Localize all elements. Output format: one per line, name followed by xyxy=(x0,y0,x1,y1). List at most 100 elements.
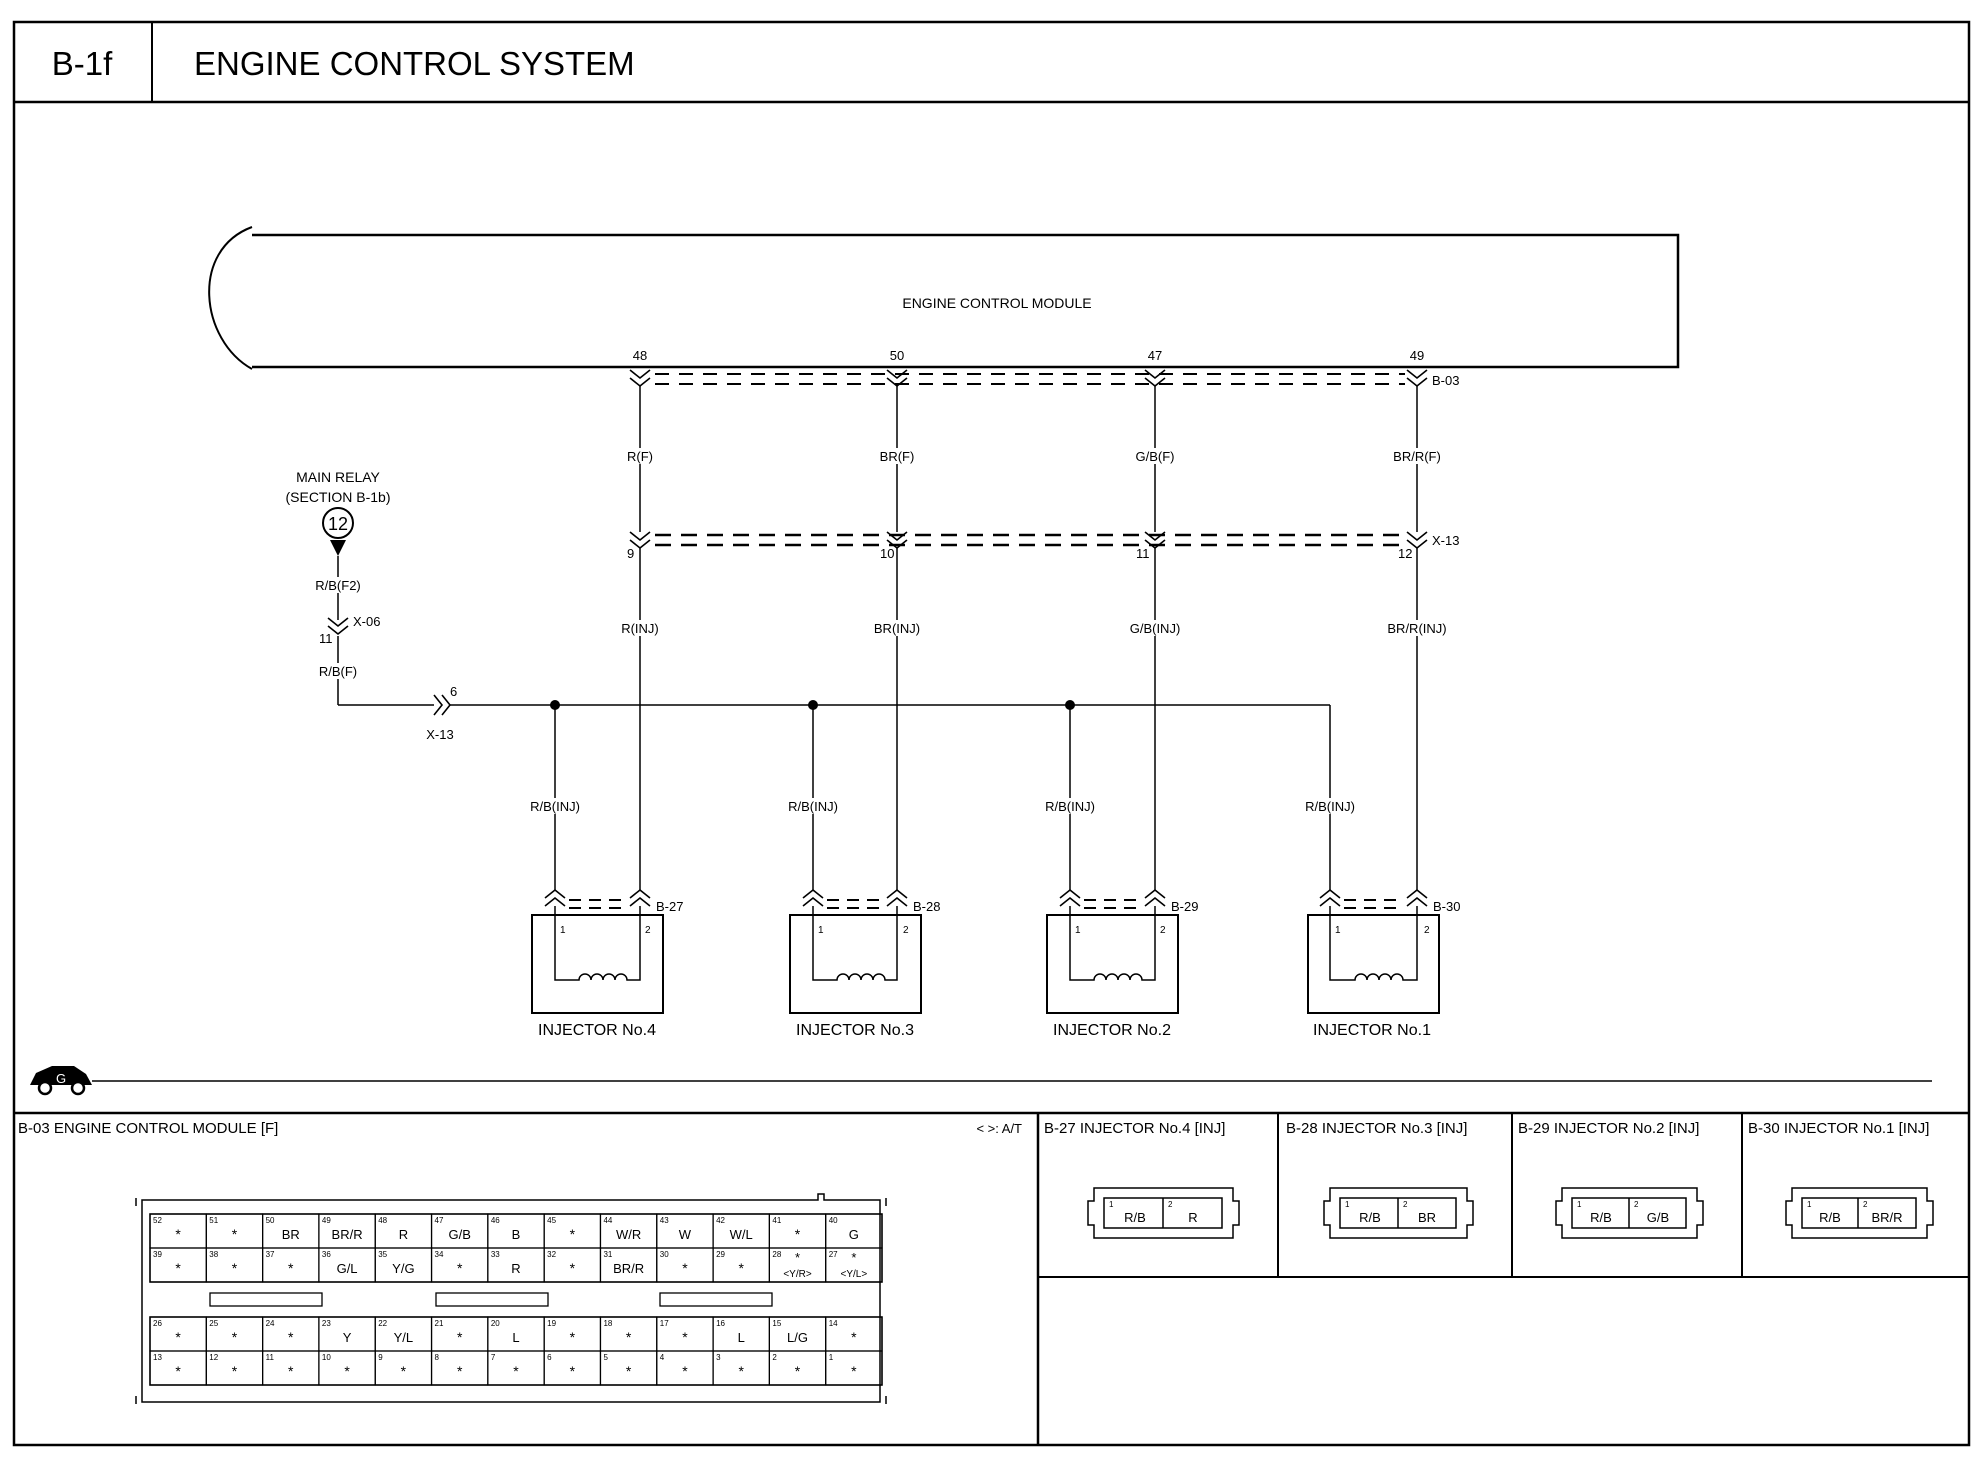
injector-pin-1: 1 xyxy=(560,925,566,936)
page-title: ENGINE CONTROL SYSTEM xyxy=(194,45,635,82)
connector-shell xyxy=(1323,1187,1474,1239)
ecm-pin-number: 25 xyxy=(209,1319,218,1328)
ecm-pin-number: 26 xyxy=(153,1319,162,1328)
ecm-pin-wire-color: R xyxy=(399,1227,408,1242)
injector-name: INJECTOR No.1 xyxy=(1313,1022,1431,1039)
ecm-pin-47: 47 xyxy=(1148,348,1162,363)
ecm-pin-wire-color: * xyxy=(457,1363,463,1379)
injector-2: B-29 1 2 INJECTOR No.2 xyxy=(1046,889,1198,1039)
ecm-pin-number: 13 xyxy=(153,1353,162,1362)
ecm-pin-wire-color: * xyxy=(288,1329,294,1345)
ecm-pin-number: 5 xyxy=(603,1353,608,1362)
connector-chevron xyxy=(629,889,651,907)
vehicle-ground-icon: G xyxy=(30,1066,92,1096)
connector-title: B-29 INJECTOR No.2 [INJ] xyxy=(1518,1120,1699,1137)
ecm-pin-number: 39 xyxy=(153,1250,162,1259)
pin-number: 2 xyxy=(1634,1200,1639,1209)
injector-pin-1: 1 xyxy=(818,925,824,936)
ecm-pin-number: 32 xyxy=(547,1250,556,1259)
connector-chevron xyxy=(544,889,566,907)
ecm-pin-49: 49 xyxy=(1410,348,1424,363)
ecm-pin-wire-color: * xyxy=(401,1363,407,1379)
injector-pin-2: 2 xyxy=(1424,925,1430,936)
ecm-pin-wire-color: L xyxy=(512,1330,519,1345)
ecm-pin-wire-color: * xyxy=(232,1226,238,1242)
wire-label-bg xyxy=(1037,798,1103,814)
connector-shell xyxy=(1087,1187,1240,1239)
injector-1: B-30 1 2 INJECTOR No.1 xyxy=(1307,889,1460,1039)
ecm-pin-number: 37 xyxy=(266,1250,275,1259)
ecm-break-line xyxy=(208,226,253,370)
ecm-pin-number: 28 xyxy=(772,1250,781,1259)
ecm-pin-wire-color: B xyxy=(512,1227,521,1242)
connector-key-slot xyxy=(435,1292,549,1307)
ecm-pin-number: 3 xyxy=(716,1353,721,1362)
ecm-pin-wire-color: * xyxy=(851,1363,857,1379)
ecm-pin-number: 41 xyxy=(772,1216,781,1225)
ecm-pin-cell xyxy=(825,1350,883,1386)
pin-wire-color: BR/R xyxy=(1871,1210,1902,1225)
connector-chevron xyxy=(1144,889,1166,907)
ecm-pin-wire-color: * xyxy=(851,1329,857,1345)
injector-coil xyxy=(554,906,641,981)
ecm-pin-wire-color: * xyxy=(232,1329,238,1345)
ecm-pin-number: 44 xyxy=(603,1216,612,1225)
ecm-pin-number: 18 xyxy=(603,1319,612,1328)
ecm-pin-wire-color: * xyxy=(457,1329,463,1345)
ecm-label: ENGINE CONTROL MODULE xyxy=(902,295,1091,311)
ecm-pin-number: 22 xyxy=(378,1319,387,1328)
relay-ref-circle xyxy=(322,507,354,539)
connector-shell xyxy=(1555,1187,1704,1239)
section-code: B-1f xyxy=(52,45,113,82)
wire-label-bg xyxy=(780,798,846,814)
b29-connector-view: B-29 INJECTOR No.2 [INJ] 1 2 R/B G/B xyxy=(1518,1120,1704,1239)
injector-body xyxy=(1307,914,1440,1014)
ecm-pin-number: 50 xyxy=(266,1216,275,1225)
connector-chevron xyxy=(802,889,824,907)
wire-label-br-inj: BR(INJ) xyxy=(874,621,920,636)
connector-chevron xyxy=(1319,889,1341,907)
ecm-pin-number: 21 xyxy=(435,1319,444,1328)
ecm-pin-number: 48 xyxy=(378,1216,387,1225)
ecm-pin-number: 6 xyxy=(547,1353,552,1362)
ecm-pin-number: 31 xyxy=(603,1250,612,1259)
ecm-pin-number: 35 xyxy=(378,1250,387,1259)
ecm-pin-number: 10 xyxy=(322,1353,331,1362)
injector-body xyxy=(1046,914,1179,1014)
ecm-pin-wire-color: Y xyxy=(343,1330,352,1345)
injector-pin-1: 1 xyxy=(1335,925,1341,936)
connector-chevron xyxy=(629,369,651,387)
pin-wire-color: R xyxy=(1188,1210,1197,1225)
ecm-pin-wire-color: L xyxy=(738,1330,745,1345)
ecm-pin-wire-color: * xyxy=(682,1260,688,1276)
ecm-pin-number: 23 xyxy=(322,1319,331,1328)
injector-connector-label: B-30 xyxy=(1433,899,1460,914)
connector-title: B-30 INJECTOR No.1 [INJ] xyxy=(1748,1120,1929,1137)
ecm-pin-wire-color: L/G xyxy=(787,1330,808,1345)
ecm-pin-wire-color: Y/G xyxy=(392,1261,414,1276)
ecm-pin-number: 20 xyxy=(491,1319,500,1328)
car-wheel-icon xyxy=(70,1080,86,1096)
ecm-outline xyxy=(252,233,1680,369)
pin-number: 1 xyxy=(1807,1200,1812,1209)
wire-label-rb-f: R/B(F) xyxy=(319,664,357,679)
injector-pin-2: 2 xyxy=(903,925,909,936)
injector-name: INJECTOR No.3 xyxy=(796,1022,914,1039)
wire-label-bg xyxy=(868,620,926,636)
ecm-pin-number: 29 xyxy=(716,1250,725,1259)
ecm-pin-number: 43 xyxy=(660,1216,669,1225)
connector-label-x06: X-06 xyxy=(353,614,380,629)
injector-coil xyxy=(1069,906,1156,981)
x13-pin-10: 10 xyxy=(880,546,894,561)
ecm-pin-wire-color: * xyxy=(570,1260,576,1276)
wire-label-bg xyxy=(314,663,362,679)
pin-wire-color: R/B xyxy=(1359,1210,1381,1225)
page-border xyxy=(12,20,1971,1447)
ecm-pin-wire-color: * xyxy=(344,1363,350,1379)
wire-label-bg xyxy=(1121,620,1189,636)
ecm-pin-number: 16 xyxy=(716,1319,725,1328)
injector-connector-label: B-29 xyxy=(1171,899,1198,914)
pin-number: 2 xyxy=(1168,1200,1173,1209)
car-wheel-icon xyxy=(37,1080,53,1096)
ecm-pin-number: 33 xyxy=(491,1250,500,1259)
